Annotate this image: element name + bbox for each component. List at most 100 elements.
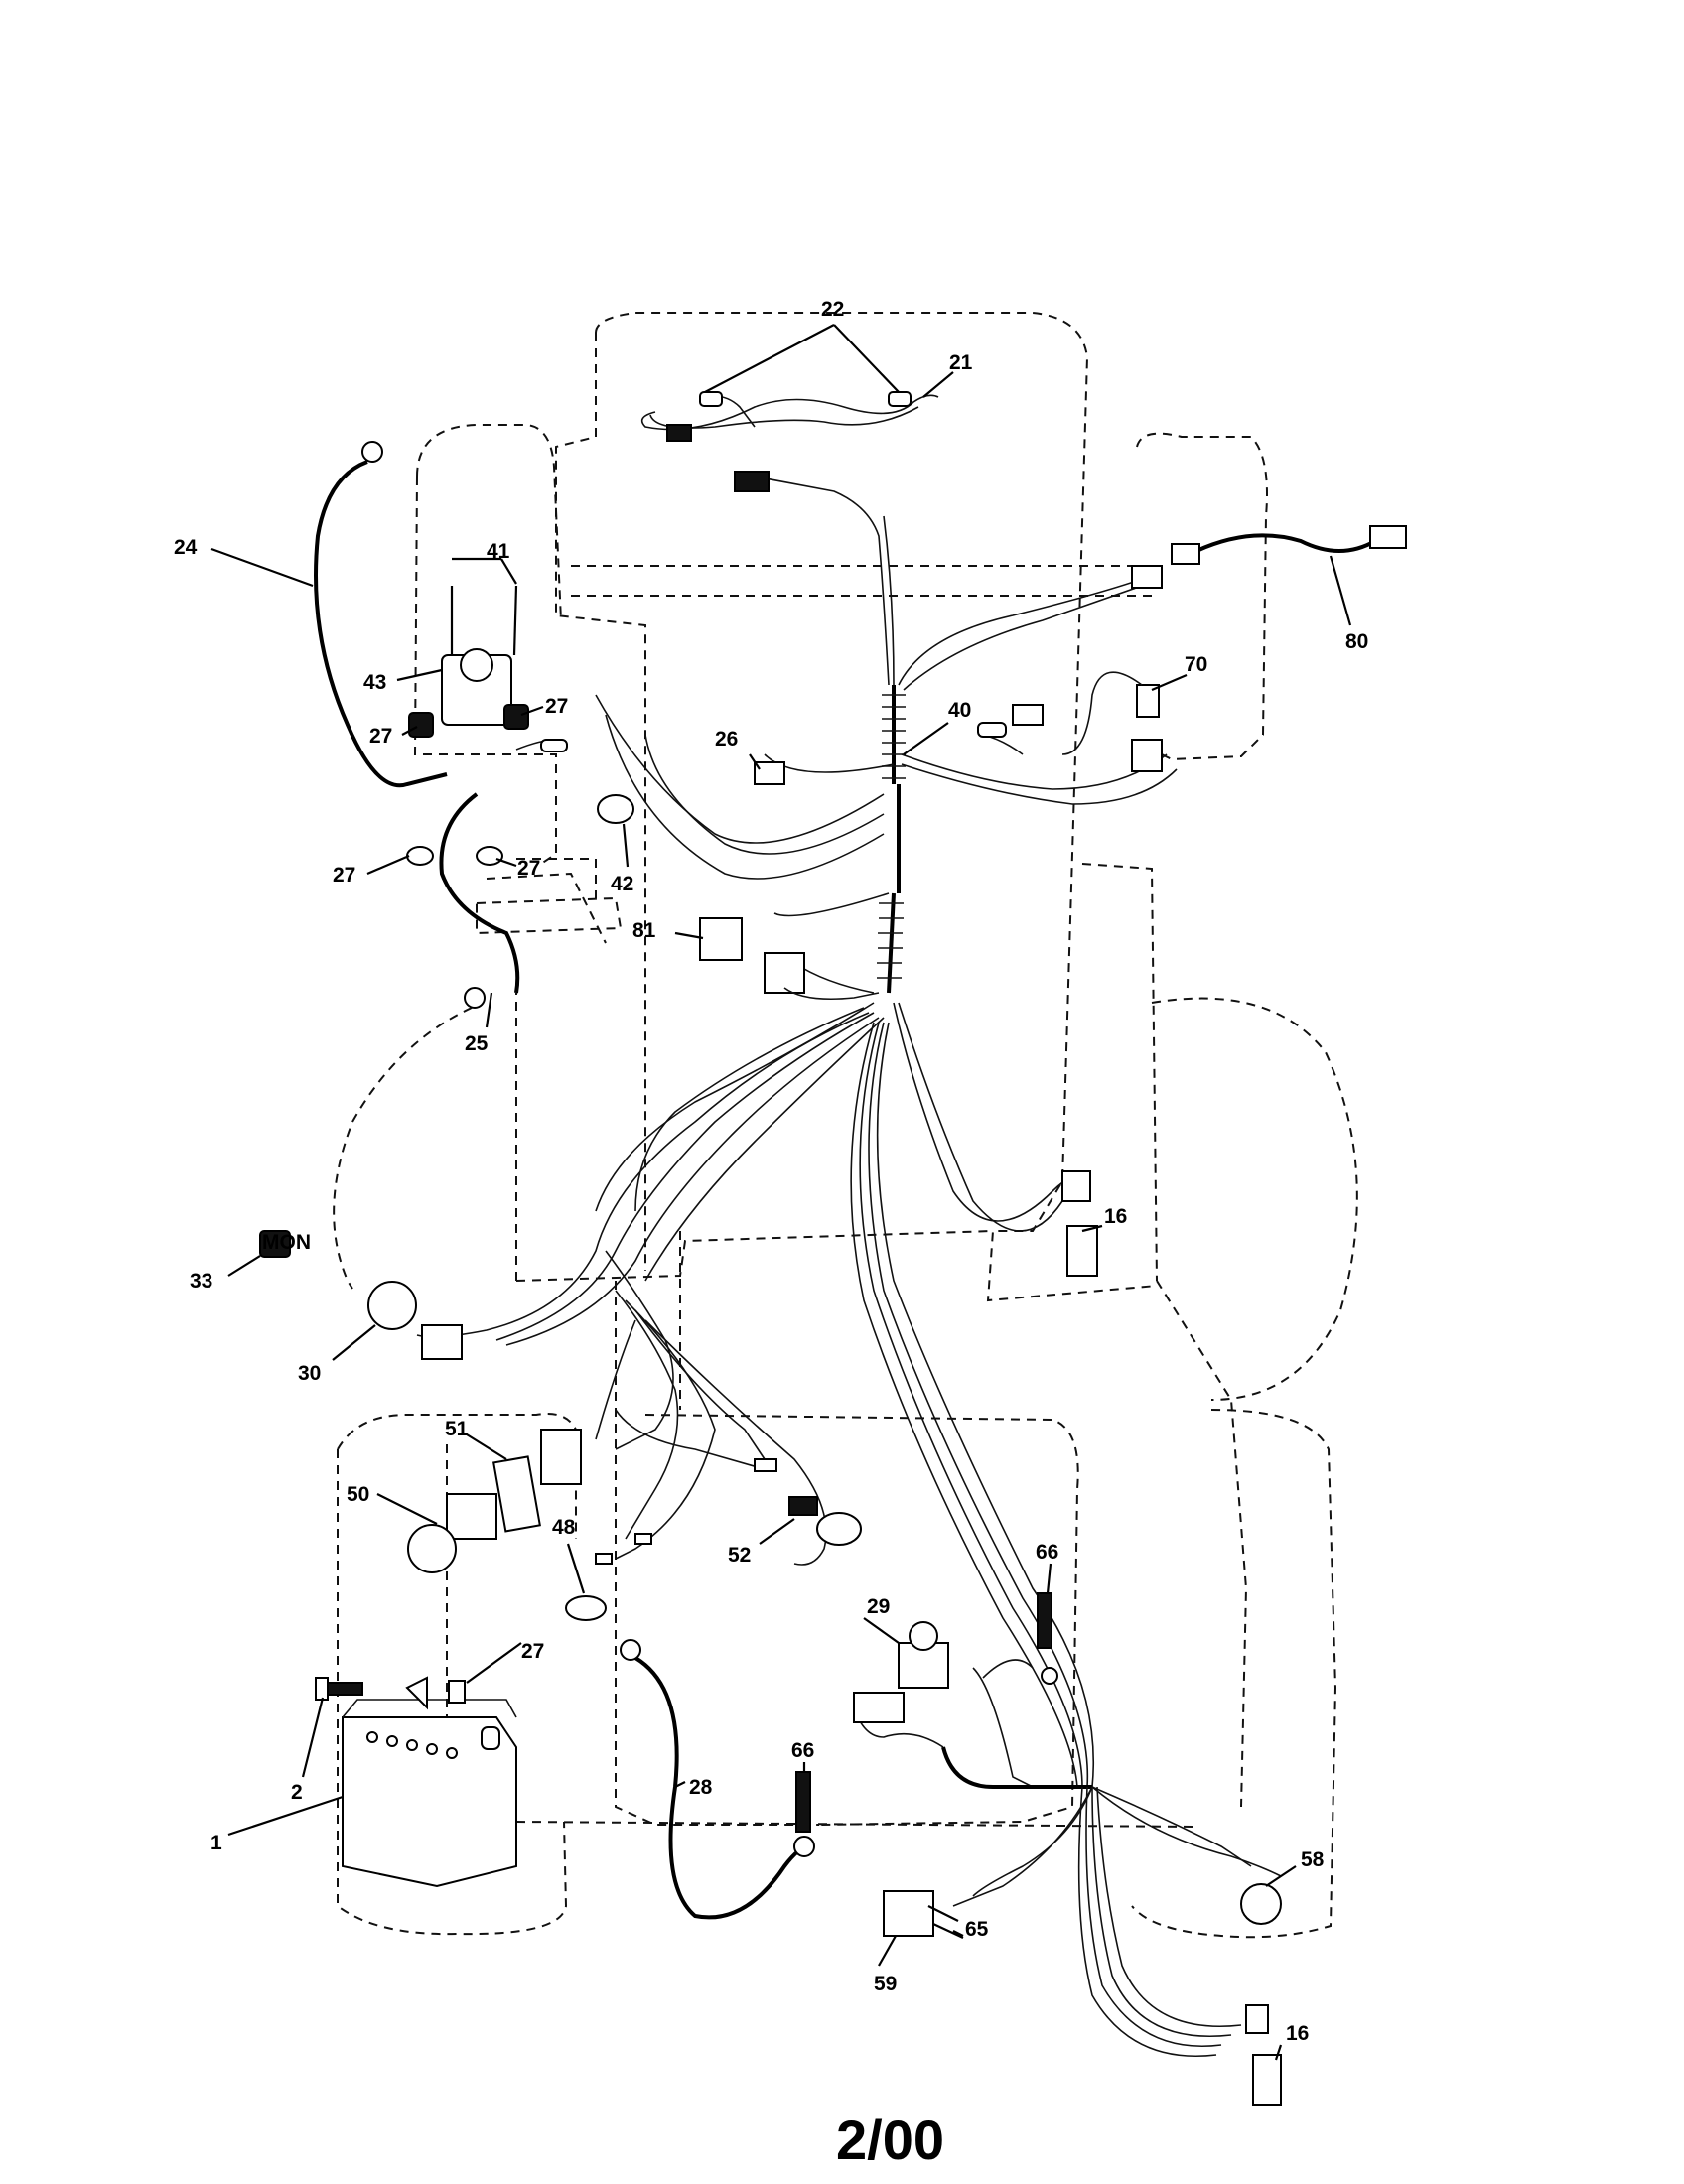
terminal-48b [634,1533,652,1545]
ignition-connector [421,1324,463,1360]
callout-52: 52 [728,1544,751,1567]
connector-26 [754,761,785,785]
pto-knob-50 [407,1524,457,1573]
solenoid-cap [460,648,493,682]
ring-terminal-28-top [620,1639,641,1661]
connector-40-bullet [977,722,1007,738]
hex-nut-lower-left [406,846,434,866]
screw-65a [927,1905,959,1922]
callout-27-c: 27 [333,864,355,887]
connector-16-upper [1066,1225,1098,1277]
right-side-connectors [977,525,1407,772]
battery-cell-2 [386,1735,398,1747]
connector-70-plug [1131,739,1163,772]
battery-terminal-post [481,1726,500,1750]
leader-lines [210,324,1352,2061]
callout-66-b: 66 [791,1739,814,1762]
ignition-key-33 [259,1230,291,1258]
switch-29-button [909,1621,938,1651]
callout-27-e: 27 [521,1640,544,1663]
callout-16-b: 16 [1286,2022,1309,2045]
connector-16-lower [1252,2054,1282,2106]
callout-59: 59 [874,1973,897,1995]
callout-43: 43 [363,671,386,694]
switch-48 [565,1595,607,1621]
callout-27-a: 27 [369,725,392,748]
key-label: MON [262,1231,311,1254]
callout-41: 41 [487,540,510,563]
harness-connector-top [734,471,770,492]
callout-50: 50 [347,1483,369,1506]
bracket-59 [883,1890,934,1937]
connector-40-male [1012,704,1044,726]
callout-2: 2 [291,1781,303,1804]
battery-1 [342,1716,517,1888]
bullet-connector [540,739,568,752]
headlight-connector [666,424,692,442]
date-code: 2/00 [836,2109,944,2171]
plug-58 [1240,1883,1282,1925]
connector-16-upper-mate [1061,1170,1091,1202]
battery-cables [314,441,815,1920]
ignition-switch-30 [367,1281,417,1330]
connector-16-lower-mate [1245,2004,1269,2034]
callout-28: 28 [689,1776,713,1799]
pto-switch-group [407,1429,862,1621]
connector-plug-large [540,1429,582,1485]
callout-27-b: 27 [545,695,568,718]
misc-components [615,1170,1282,2106]
callout-81: 81 [632,919,656,942]
battery-cell-4 [426,1743,438,1755]
ring-terminal-24 [361,441,383,463]
lower-harness [853,1659,1282,2057]
callout-25: 25 [465,1032,489,1055]
ring-terminal-25 [464,987,486,1009]
callout-24: 24 [174,536,198,559]
relay-and-boot [597,761,880,1001]
bullet-terminal-center [754,1458,777,1472]
battery-cell-1 [366,1731,378,1743]
headlight-bulb-right [888,391,912,407]
connector-70 [1136,684,1160,718]
main-harness-loom [877,685,906,994]
terminal-boot-42 [597,794,634,824]
callout-48: 48 [552,1516,576,1539]
callout-27-d: 27 [517,857,540,880]
callout-labels: 22 21 24 41 43 27 27 27 27 25 42 26 40 7… [174,298,1368,2045]
solenoid-assembly [406,585,529,866]
callout-16-a: 16 [1104,1205,1127,1228]
lamp-52 [816,1512,862,1546]
lamp-52-socket [788,1496,818,1516]
callout-70: 70 [1185,653,1207,676]
callout-26: 26 [715,728,738,751]
relay-81 [699,917,743,961]
ground-ring-66 [1041,1667,1058,1685]
bolt-66-lower [795,1771,811,1833]
battery-bolt-head [315,1677,329,1701]
hex-nut-lower-right [476,846,503,866]
pto-bezel-51 [492,1455,541,1533]
solenoid-nut-left [408,712,434,738]
battery-cell-5 [446,1747,458,1759]
callout-33: 33 [190,1270,212,1293]
battery-cell-3 [406,1739,418,1751]
connector-80-mate [1171,543,1200,565]
callout-80: 80 [1345,630,1368,653]
callout-42: 42 [611,873,633,895]
callout-58: 58 [1301,1848,1325,1871]
terminal-48a [595,1553,613,1565]
callout-29: 29 [867,1595,890,1618]
headlight-bulb-left [699,391,723,407]
screw-65b [932,1923,964,1939]
callout-51: 51 [445,1418,469,1440]
callout-22: 22 [821,298,844,321]
bolt-66-upper [1037,1592,1052,1649]
solenoid-nut-right [503,704,529,730]
battery-nut-27 [448,1680,466,1704]
callout-40: 40 [948,699,971,722]
callout-66-a: 66 [1036,1541,1058,1564]
ignition-group: MON [259,1230,463,1360]
battery-group [315,1676,517,1888]
callout-30: 30 [298,1362,321,1385]
